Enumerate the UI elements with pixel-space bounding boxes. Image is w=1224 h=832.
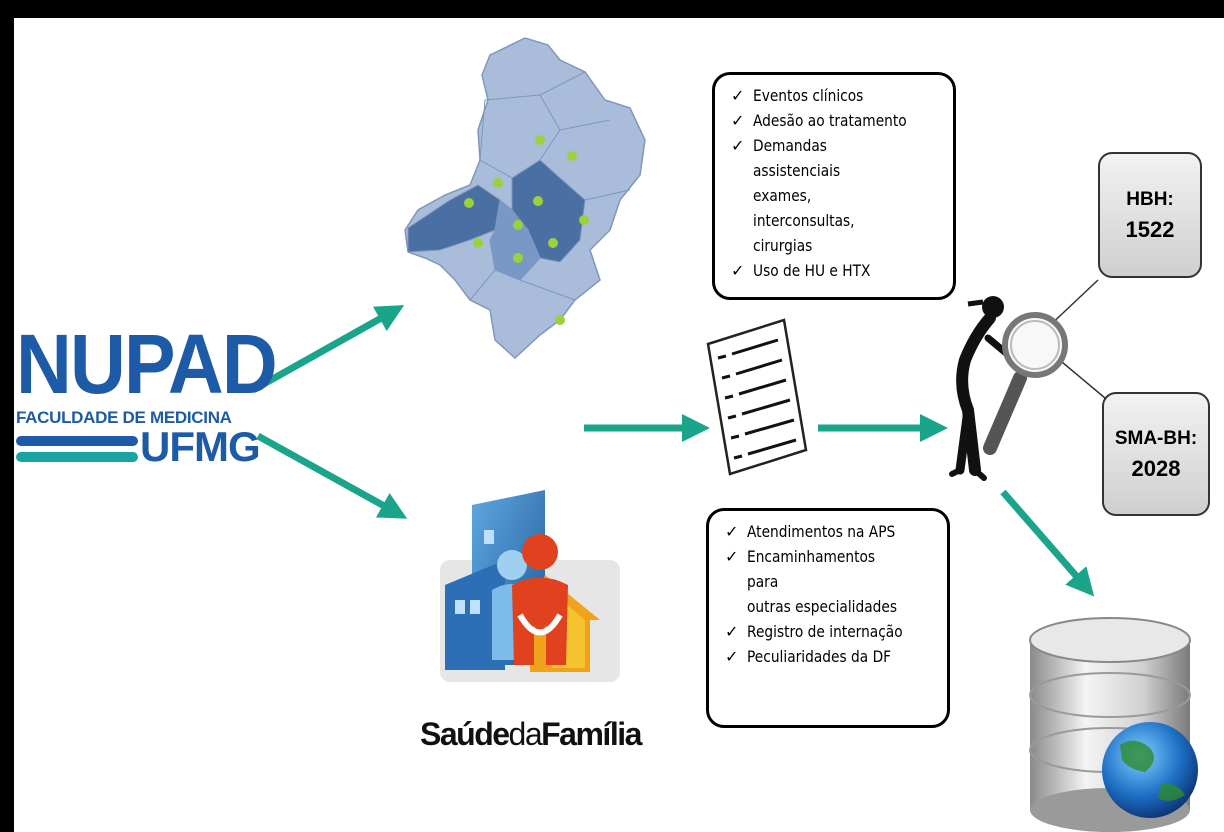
document-icon [706, 318, 808, 476]
list-item: ✓Demandas assistenciais exames, intercon… [731, 133, 943, 258]
arrow-to-database [1000, 489, 1095, 597]
hbh-count-callout: HBH: 1522 [1098, 152, 1202, 278]
sma-bh-label: SMA-BH: [1114, 428, 1198, 449]
hbh-label: HBH: [1126, 189, 1174, 210]
list-item: ✓Adesão ao tratamento [731, 108, 943, 133]
nupad-logo-bar-teal [16, 452, 138, 462]
check-icon: ✓ [731, 261, 745, 280]
primary-care-data-list: ✓Atendimentos na APS ✓Encaminhamentos pa… [725, 519, 937, 669]
nupad-logo-bar-blue [16, 436, 138, 446]
saude-da-familia-logo-icon [440, 490, 620, 682]
check-icon: ✓ [725, 522, 739, 541]
frame-top-border [0, 0, 1224, 18]
list-item: ✓Eventos clínicos [731, 83, 943, 108]
clinical-data-list: ✓Eventos clínicos ✓Adesão ao tratamento … [731, 83, 943, 283]
nupad-logo: NUPAD FACULDADE DE MEDICINA UFMG [14, 322, 278, 482]
saude-da-familia-wordmark: SaúdedaFamília [420, 716, 642, 753]
list-item: ✓Uso de HU e HTX [731, 258, 943, 283]
check-icon: ✓ [731, 136, 745, 155]
nupad-faculty: FACULDADE DE MEDICINA [16, 408, 232, 427]
clinical-data-box: ✓Eventos clínicos ✓Adesão ao tratamento … [712, 72, 956, 300]
list-item: ✓Encaminhamentos para outras especialida… [725, 544, 937, 619]
nupad-name: NUPAD [16, 317, 278, 411]
list-item: ✓Atendimentos na APS [725, 519, 937, 544]
check-icon: ✓ [725, 622, 739, 641]
check-icon: ✓ [731, 111, 745, 130]
frame-left-border [0, 0, 14, 832]
hbh-value: 1522 [1125, 217, 1175, 242]
arrows [251, 305, 1095, 597]
list-item: ✓Peculiaridades da DF [725, 644, 937, 669]
check-icon: ✓ [725, 547, 739, 566]
arrow-nupad-to-map [251, 305, 405, 394]
check-icon: ✓ [731, 86, 745, 105]
minas-gerais-map-icon [404, 37, 646, 360]
sma-bh-count-callout: SMA-BH: 2028 [1102, 392, 1210, 516]
nupad-university: UFMG [140, 423, 261, 470]
familia-word: Família [541, 716, 642, 752]
saude-word: Saúde [420, 716, 510, 752]
database-globe-icon [1029, 617, 1198, 832]
check-icon: ✓ [725, 647, 739, 666]
da-word: da [508, 716, 543, 752]
list-item: ✓Registro de internação [725, 619, 937, 644]
investigator-magnifier-icon [949, 296, 1068, 481]
sma-bh-value: 2028 [1131, 456, 1181, 481]
arrow-nupad-to-saude [256, 432, 408, 519]
primary-care-data-box: ✓Atendimentos na APS ✓Encaminhamentos pa… [706, 508, 950, 728]
